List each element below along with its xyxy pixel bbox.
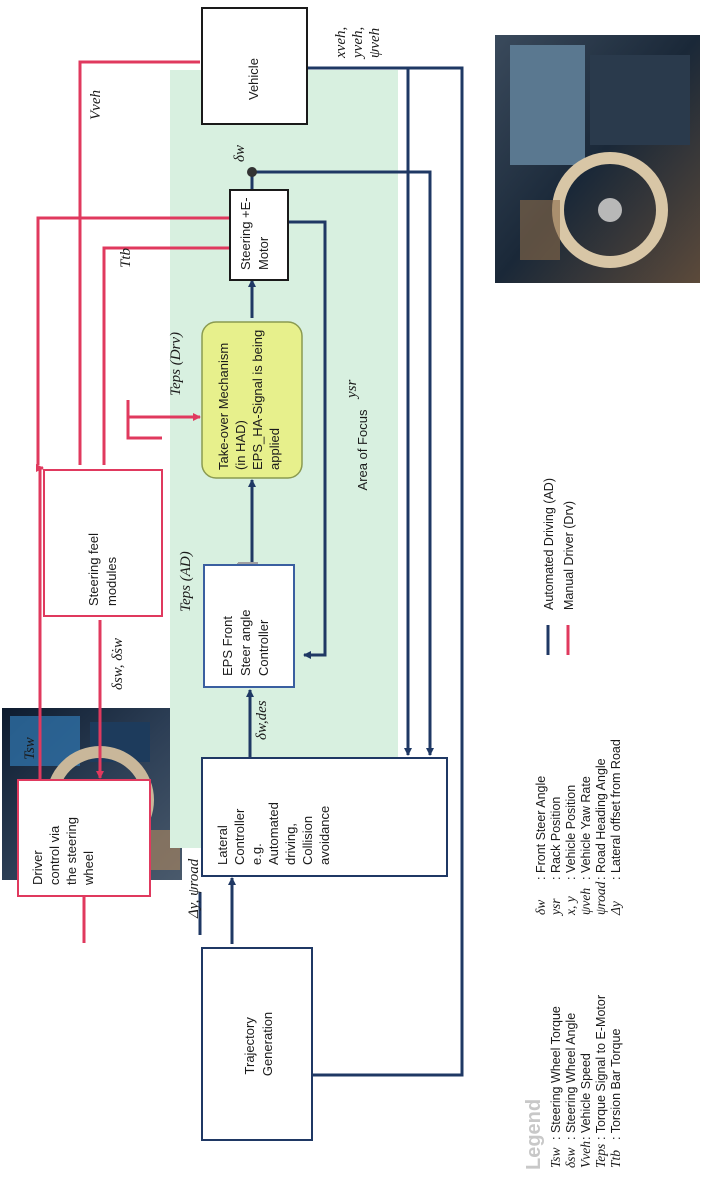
legend-desc: : Road Heading Angle <box>594 758 608 880</box>
psi-veh-label: ψveh <box>367 28 383 58</box>
svg-text:Vehicle: Vehicle <box>246 58 261 100</box>
legend-desc: : Rack Position <box>549 797 563 880</box>
legend-desc: : Steering Wheel Angle <box>564 1013 578 1140</box>
legend-sym: x, y <box>563 896 578 916</box>
delta-w-des-label: δw,des <box>254 700 270 740</box>
legend-desc: : Steering Wheel Torque <box>549 1006 563 1140</box>
legend-left: Tsw : Steering Wheel Torque δsw : Steeri… <box>548 995 623 1168</box>
steering-feel-block: Steering feel modules <box>43 469 163 617</box>
dy-psi-road-label: Δy, ψroad <box>186 858 202 919</box>
legend-desc: : Lateral offset from Road <box>609 739 623 880</box>
svg-text:Driver control via: Driver control via the steering wheel <box>30 813 96 886</box>
junction-dot <box>247 167 257 177</box>
vehicle-block: Vehicle <box>201 7 308 125</box>
svg-text:Steering +E- Motor: Steering +E- Motor <box>238 194 271 270</box>
lateral-controller-block: Lateral Controller e.g. Automated drivin… <box>201 757 448 877</box>
legend-desc: : Vehicle Position <box>564 785 578 880</box>
legend-sym: δw <box>533 900 548 915</box>
steering-motor-block: Steering +E- Motor <box>229 189 289 281</box>
eps-controller-block: EPS Front Steer angle Controller <box>203 564 295 688</box>
legend-sym: Ttb <box>608 1150 623 1168</box>
legend-desc: : Vehicle Speed <box>579 1053 593 1140</box>
svg-text:Steering feel modules: Steering feel modules <box>86 529 119 606</box>
legend-lines: Automated Driving (AD) Manual Driver (Dr… <box>542 478 576 655</box>
takeover-block: Take-over Mechanism (in HAD) EPS_HA-Sign… <box>201 321 303 479</box>
legend-desc: : Front Steer Angle <box>534 776 548 880</box>
legend-desc: : Torsion Bar Torque <box>609 1029 623 1140</box>
legend-sym: Δy <box>608 901 623 916</box>
delta-w-line <box>252 170 434 756</box>
v-veh-label: Vveh <box>88 90 104 120</box>
t-tb-label: Ttb <box>118 247 134 268</box>
legend-sym: Tsw <box>548 1147 563 1168</box>
delta-sw-label: δsw, δ̇sw <box>110 638 126 690</box>
svg-text:Take-over Mechanism (in: Take-over Mechanism (in HAD) EPS_HA-Sign… <box>216 326 282 470</box>
delta-w-label: δw <box>232 145 248 162</box>
y-sr-label: ysr <box>344 380 360 400</box>
legend-desc: : Vehicle Yaw Rate <box>579 776 593 880</box>
legend-sym: δsw <box>563 1147 578 1168</box>
legend-sym: ψroad <box>593 881 608 915</box>
t-tb-line <box>36 216 229 465</box>
t-eps-drv-line <box>126 400 162 440</box>
legend-desc: : Torque Signal to E-Motor <box>594 995 608 1140</box>
car-interior-photo-bottom <box>495 35 700 283</box>
legend-title: Legend <box>523 1099 545 1170</box>
legend-line-label: Manual Driver (Drv) <box>562 501 576 610</box>
y-veh-label: yveh, <box>350 27 366 60</box>
focus-area-label: Area of Focus <box>355 409 370 490</box>
t-eps-drv-label: Teps (Drv) <box>168 332 184 396</box>
legend-sym: Teps <box>593 1144 608 1168</box>
t-sw-label: Tsw <box>22 737 38 760</box>
legend-sym: Vveh <box>578 1141 593 1168</box>
trajectory-generation-block: Trajectory Generation <box>201 947 313 1141</box>
t-eps-ad-label: Teps (AD) <box>178 551 194 612</box>
legend-middle: δw : Front Steer Angle ysr : Rack Positi… <box>533 739 623 917</box>
x-veh-label: xveh, <box>333 27 349 59</box>
svg-text:Trajectory Generation: Trajectory Generation <box>242 1012 275 1076</box>
legend-sym: ysr <box>548 898 563 917</box>
svg-text:Lateral Controller: Lateral Controller e.g. Automated drivin… <box>215 799 332 866</box>
y-sr-line <box>288 220 327 659</box>
svg-text:EPS Front Steer angle: EPS Front Steer angle Controller <box>220 606 271 676</box>
driver-control-block: Driver control via the steering wheel <box>17 779 151 897</box>
legend-sym: ψveh <box>578 888 593 915</box>
v-veh-line <box>78 60 200 465</box>
legend-line-label: Automated Driving (AD) <box>542 478 556 610</box>
